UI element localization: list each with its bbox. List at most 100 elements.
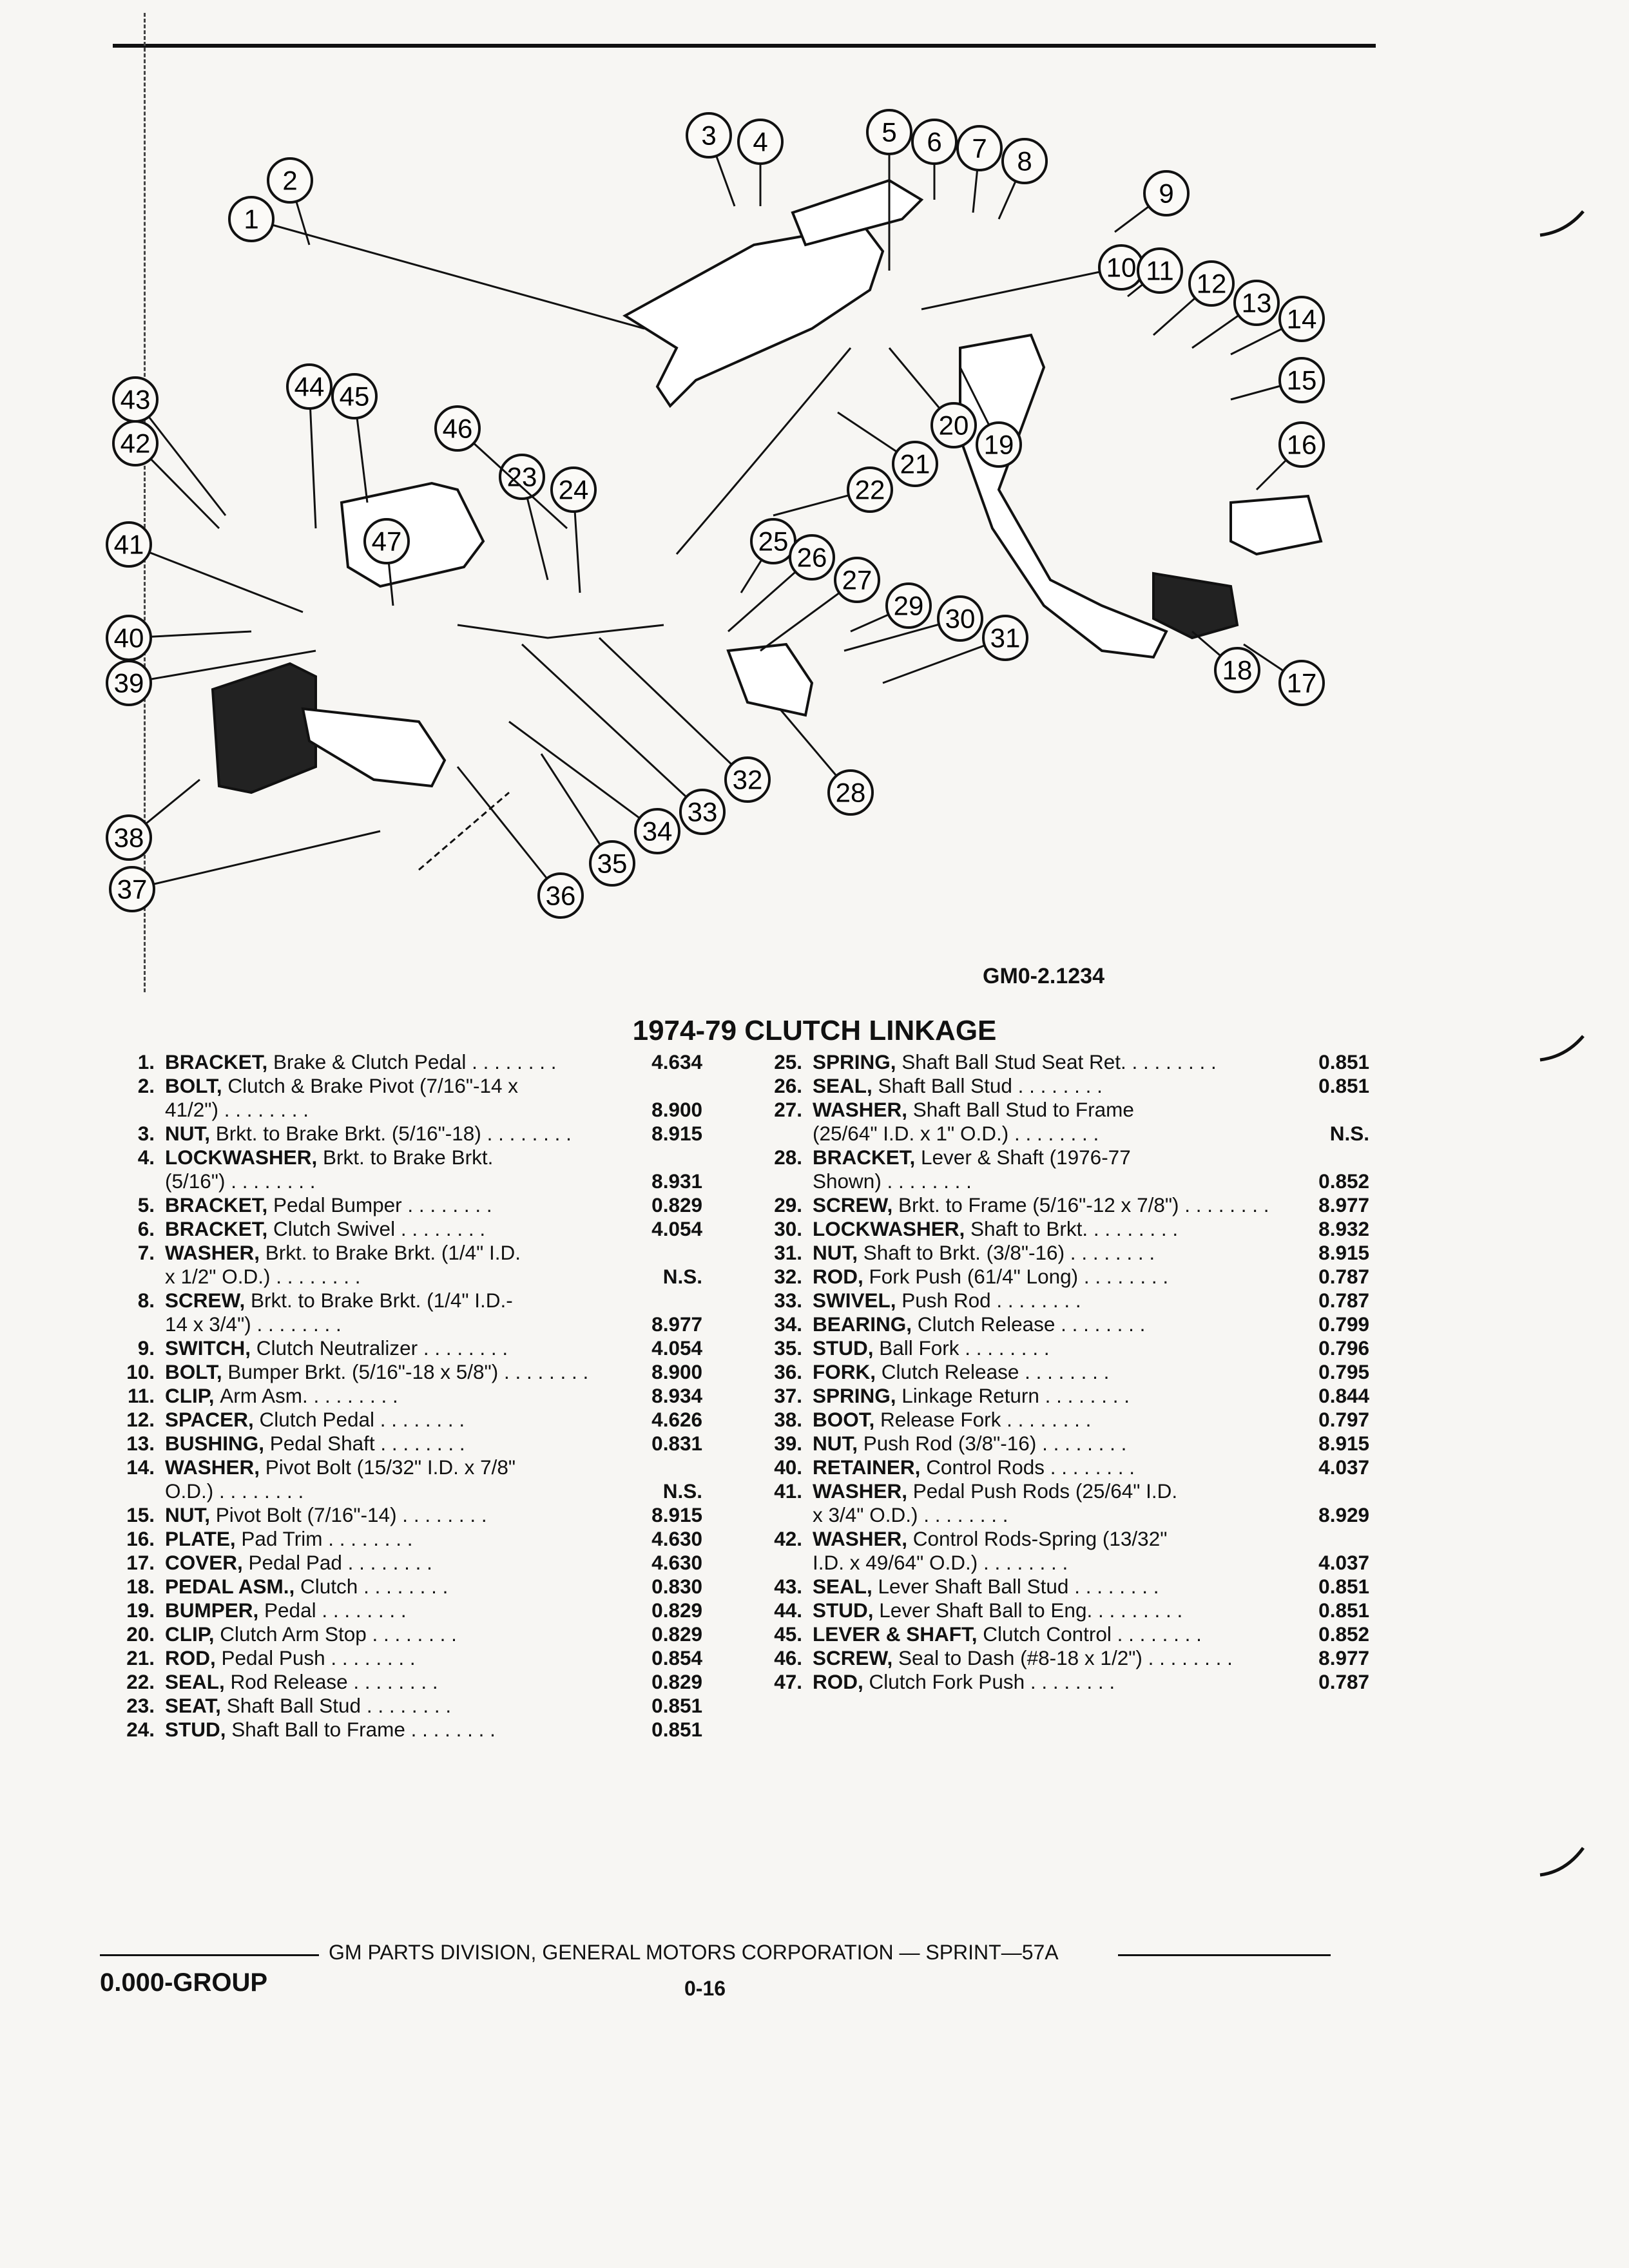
entry-detail: (25/64" I.D. x 1" O.D.) . . . . . . . . [813, 1122, 1099, 1145]
callout-circle [499, 454, 545, 500]
entry-number: 4. [137, 1146, 155, 1169]
entry-number: 44. [774, 1599, 802, 1622]
entry-part-name: BRACKET, [165, 1193, 274, 1216]
entry-number: 42. [774, 1527, 802, 1550]
entry-description: NUT, Brkt. to Brake Brkt. (5/16"-18) . .… [165, 1122, 625, 1146]
parts-list-entry: 32. ROD, Fork Push (61/4" Long) . . . . .… [751, 1265, 1369, 1289]
entry-group-code [1292, 1479, 1369, 1503]
entry-number: 47. [774, 1670, 802, 1693]
callout-circle [363, 518, 410, 564]
parts-list-entry: 16.PLATE, Pad Trim . . . . . . . .4.630 [103, 1527, 702, 1551]
entry-group-code: 0.851 [651, 1694, 702, 1717]
parts-list-entry: 43.SEAL, Lever Shaft Ball Stud . . . . .… [751, 1575, 1369, 1599]
entry-part-name: BRACKET, [165, 1050, 274, 1073]
entry-number: 6. [137, 1217, 155, 1240]
callout-label: 9 [1159, 178, 1173, 209]
entry-description: ROD, Clutch Fork Push . . . . . . . . [813, 1670, 1292, 1694]
callout-41: 41 [106, 521, 152, 568]
entry-number: 29. [774, 1193, 802, 1216]
entry-description: WASHER, Pedal Push Rods (25/64" I.D. [813, 1479, 1292, 1503]
entry-group-code: 0.795 [1318, 1360, 1369, 1383]
entry-part-name: SEAL, [165, 1670, 231, 1693]
parts-list-entry: 41.WASHER, Pedal Push Rods (25/64" I.D. [751, 1479, 1369, 1503]
callout-2: 2 [267, 157, 313, 204]
entry-number: 13. [126, 1432, 155, 1455]
entry-number: 30. [774, 1217, 802, 1240]
callout-47: 47 [363, 518, 410, 564]
callout-circle [106, 521, 152, 568]
entry-number: 32. [774, 1265, 802, 1288]
entry-number: 22. [126, 1670, 155, 1693]
entry-detail: x 1/2" O.D.) . . . . . . . . [165, 1265, 361, 1288]
entry-detail: Bumper Brkt. (5/16"-18 x 5/8") . . . . .… [227, 1360, 589, 1383]
entry-description: ROD, Fork Push (61/4" Long) . . . . . . … [813, 1265, 1292, 1289]
entry-group-code [625, 1456, 702, 1479]
entry-description: I.D. x 49/64" O.D.) . . . . . . . . [813, 1551, 1292, 1575]
callout-label: 3 [701, 120, 716, 151]
entry-part-name: BOOT, [813, 1408, 881, 1431]
entry-part-name: RETAINER, [813, 1456, 927, 1479]
parts-list-entry: 18.PEDAL ASM., Clutch . . . . . . . .0.8… [103, 1575, 702, 1599]
entry-number: 23. [126, 1694, 155, 1717]
entry-detail: Shaft to Brkt. (3/8"-16) . . . . . . . . [863, 1241, 1155, 1264]
entry-group-code: 0.844 [1318, 1384, 1369, 1407]
callout-30: 30 [937, 595, 983, 642]
callout-label: 31 [990, 623, 1021, 653]
callout-label: 24 [559, 475, 589, 505]
entry-detail: Shaft Ball Stud . . . . . . . . [226, 1694, 452, 1717]
parts-list-entry: 29. SCREW, Brkt. to Frame (5/16"-12 x 7/8… [751, 1193, 1369, 1217]
parts-list-entry: 34.BEARING, Clutch Release . . . . . . .… [751, 1312, 1369, 1336]
group-label: 0.000-GROUP [100, 1968, 268, 1997]
callout-38: 38 [106, 814, 152, 861]
callout-14: 14 [1278, 296, 1325, 342]
lever-shaft-shape [340, 481, 485, 588]
callout-8: 8 [1001, 138, 1048, 184]
entry-group-code [625, 1146, 702, 1169]
entry-group-code: 8.931 [651, 1169, 702, 1193]
spring-shape [418, 791, 510, 871]
entry-part-name: PEDAL ASM., [165, 1575, 301, 1598]
callout-label: 41 [114, 530, 144, 560]
parts-list-entry: 40.RETAINER, Control Rods . . . . . . . … [751, 1456, 1369, 1479]
entry-number: 9. [137, 1336, 155, 1360]
entry-description: RETAINER, Control Rods . . . . . . . . [813, 1456, 1292, 1479]
entry-description: SWITCH, Clutch Neutralizer . . . . . . .… [165, 1336, 625, 1360]
entry-description: BRACKET, Lever & Shaft (1976-77 [813, 1146, 1292, 1169]
entry-group-code: 0.799 [1318, 1312, 1369, 1336]
entry-detail: Pivot Bolt (7/16"-14) . . . . . . . . [215, 1503, 487, 1526]
entry-group-code: 8.900 [651, 1360, 702, 1383]
entry-part-name: WASHER, [813, 1527, 913, 1550]
callout-label: 21 [900, 449, 930, 479]
callout-circle [434, 405, 481, 452]
entry-description: STUD, Ball Fork . . . . . . . . [813, 1336, 1292, 1360]
callout-label: 40 [114, 623, 144, 653]
parts-list-entry: 39.NUT, Push Rod (3/8"-16) . . . . . . .… [751, 1432, 1369, 1456]
parts-list-entry: 26.SEAL, Shaft Ball Stud . . . . . . . .… [751, 1074, 1369, 1098]
callout-40: 40 [106, 615, 152, 661]
parts-list-entry: 36.FORK, Clutch Release . . . . . . . .0… [751, 1360, 1369, 1384]
entry-description: CLIP, Clutch Arm Stop . . . . . . . . [165, 1622, 625, 1646]
parts-list-entry: 42.WASHER, Control Rods-Spring (13/32" [751, 1527, 1369, 1551]
entry-description: LOCKWASHER, Brkt. to Brake Brkt. [165, 1146, 625, 1169]
callout-label: 43 [120, 385, 151, 415]
callout-leader-line [251, 218, 645, 330]
entry-number: 18. [126, 1575, 155, 1598]
callout-circle [267, 157, 313, 204]
callout-circle [847, 466, 893, 513]
parts-list-entry: 33.SWIVEL, Push Rod . . . . . . . .0.787 [751, 1289, 1369, 1312]
entry-number: 24. [126, 1718, 155, 1741]
entry-detail: O.D.) . . . . . . . . [165, 1479, 304, 1503]
entry-number: 37. [774, 1384, 802, 1407]
entry-description: SCREW, Brkt. to Frame (5/16"-12 x 7/8") … [813, 1193, 1292, 1217]
entry-group-code: 4.630 [651, 1551, 702, 1574]
entry-number: 26. [774, 1074, 802, 1097]
entry-description: WASHER, Brkt. to Brake Brkt. (1/4" I.D. [165, 1241, 625, 1265]
entry-detail: Push Rod (3/8"-16) . . . . . . . . [863, 1432, 1127, 1455]
entry-number: 39. [774, 1432, 802, 1455]
callout-label: 13 [1242, 288, 1272, 318]
parts-list-entry: 12.SPACER, Clutch Pedal . . . . . . . .4… [103, 1408, 702, 1432]
callout-12: 12 [1188, 260, 1235, 307]
callout-46: 46 [434, 405, 481, 452]
entry-detail: Pedal Bumper . . . . . . . . [273, 1193, 492, 1216]
